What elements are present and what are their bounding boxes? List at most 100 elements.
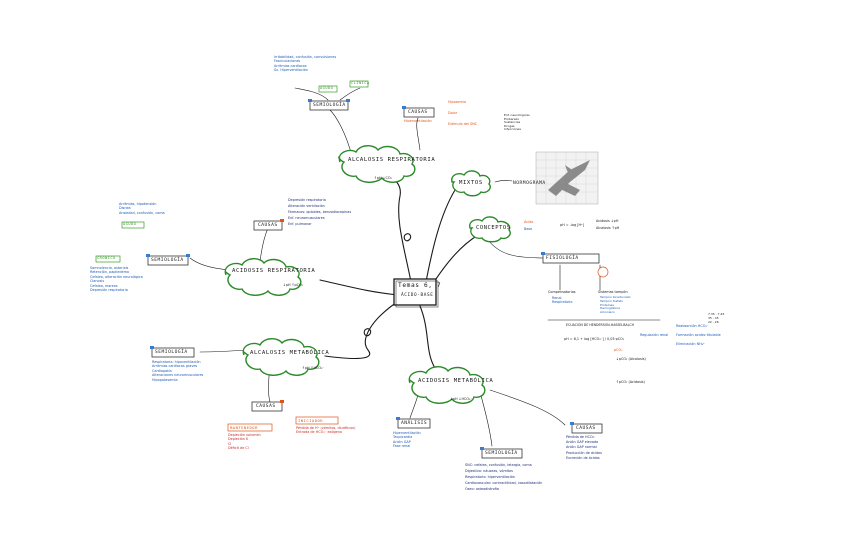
fisio-comp-list: Renal Respiratorio: [552, 296, 572, 305]
list-item: 7,35 - 7,45: [708, 312, 725, 316]
cloud-alc-met: [242, 338, 320, 376]
list-item: Digestivo: náuseas, vómitos: [465, 469, 513, 473]
list-item: Arritmias, hipotensión: [119, 202, 157, 206]
alc-resp-clinica: CLÍNICA: [351, 81, 370, 85]
list-item: Producción de ácidos: [566, 450, 602, 455]
fisio-compensatorios: Compensatorios: [548, 290, 576, 294]
cloud-acid-met: [408, 366, 486, 404]
list-item: Hiperventilación: [393, 431, 421, 435]
list-item: Cefalea, mareos: [90, 283, 118, 288]
list-item: Anión GAP: [393, 439, 411, 444]
alc-resp-causa-b: Dolor: [448, 111, 458, 115]
list-item: Cianosis: [90, 279, 105, 284]
connector-conceptos: [429, 234, 479, 289]
acid-resp-title: ACIDOSIS RESPIRATORIA: [232, 268, 316, 274]
list-item: Anión GAP normal: [566, 445, 597, 450]
list-item: Embarazo: [504, 116, 520, 121]
acid-met-title: ACIDOSIS METABÓLICA: [418, 378, 494, 384]
list-item: Déficit de Cl: [228, 446, 249, 451]
acid-met-semio-list: SNC: cefalea, confusión, letargia, coma …: [465, 462, 542, 492]
acid-met-semiologia-box: SEMIOLOGÍA: [485, 451, 518, 456]
list-item: Enf. pulmonar: [288, 222, 312, 226]
alc-resp-semiologia-box: SEMIOLOGÍA: [313, 103, 346, 108]
fisio-ranges: 7,35 - 7,45 35 - 45 22 - 26: [708, 312, 724, 324]
alc-resp-title: ALCALOSIS RESPIRATORIA: [348, 157, 436, 163]
list-item: Respiratorio: [552, 300, 573, 305]
alc-resp-causa-c: Estímulo del SNC: [448, 122, 478, 126]
list-item: Cardiovascular: contractilidad, vasodila…: [465, 481, 543, 485]
list-item: Enf. neurológicas: [504, 113, 530, 117]
list-item: Disnea: [119, 206, 131, 211]
list-item: Entrada de HCO₃⁻ exógeno: [296, 430, 342, 435]
acid-resp-semio-top: Arritmias, hipotensión Disnea Ansiedad, …: [119, 202, 165, 215]
fisiologia-box: FISIOLOGÍA: [546, 256, 579, 261]
list-item: Somnolencia, asterixis: [90, 266, 129, 270]
list-item: Amoníaco: [600, 310, 615, 315]
center-title: Temas 6, 7: [398, 282, 442, 289]
list-item: Excreción de ácidos: [566, 455, 600, 460]
conceptos-acidosis: Acidosis ↓pH: [596, 219, 619, 223]
connector-acid-met: [419, 305, 436, 369]
list-item: Respiratorio: hiperventilación: [465, 475, 515, 479]
acid-met-analisis-box: ANÁLISIS: [401, 421, 428, 426]
list-item: Depresión respiratoria: [288, 198, 326, 202]
list-item: Arritmias cardíacas graves: [152, 364, 198, 369]
list-item: Cefalea, alteración neurológica: [90, 274, 143, 279]
alc-met-formula: ↑pH ↑HCO₃⁻: [302, 366, 325, 370]
list-item: Reabsorción HCO₃⁻: [676, 324, 709, 328]
alc-met-semio-list: Respiratoria: hipoventilación Arritmias …: [152, 360, 203, 382]
fisio-sistemas-list: Tampón bicarbonato Tampón fosfato Proteí…: [600, 295, 631, 315]
list-item: Enf. neuromusculares: [288, 216, 325, 220]
acid-resp-cronico: CRÓNICO: [97, 256, 116, 260]
list-item: Óseo: osteodistrofia: [465, 487, 499, 491]
alc-met-title: ALCALOSIS METABÓLICA: [250, 350, 330, 356]
fisio-ecuacion: ECUACIÓN DE HENDERSON-HASSELBALCH: [566, 323, 634, 327]
acid-met-causas-list: Pérdida de HCO₃⁻ Anión GAP elevado Anión…: [566, 435, 602, 461]
cloud-mixtos: [451, 170, 491, 197]
acid-resp-causas-list: Depresión respiratoria Alteración ventil…: [288, 197, 351, 227]
list-item: Sx. Hiperventilación: [274, 68, 309, 73]
list-item: Drogas: [504, 123, 515, 128]
alc-resp-causa-d: Hiperventilación: [404, 119, 432, 123]
connector-acid-resp: [319, 279, 399, 296]
conceptos-base: Base: [524, 227, 533, 231]
alc-resp-causas-box: CAUSAS: [408, 110, 428, 115]
list-item: Fase renal: [393, 444, 411, 449]
center-subtitle: ÁCIDO-BASE: [401, 293, 434, 298]
fisio-ph-formula: pH = 6,1 + log [HCO₃⁻] / 0,03·pCO₂: [564, 337, 625, 341]
fisio-regulacion: Regulación renal: [640, 333, 669, 337]
list-item: Cardiopatía: [152, 368, 172, 373]
alc-met-semiologia-box: SEMIOLOGÍA: [155, 350, 188, 355]
list-item: Hemoglobina: [600, 306, 620, 311]
list-item: Respiratoria: hipoventilación: [152, 360, 201, 364]
list-item: Fasciculaciones: [274, 59, 301, 64]
list-item: Proteínas: [600, 302, 614, 307]
fisio-acidosis-resp: ↓pCO₂ (Alcalosis): [616, 357, 646, 361]
connector-alc-met: [324, 299, 401, 359]
acid-resp-semiologia-box: SEMIOLOGÍA: [151, 258, 184, 263]
list-item: Anión GAP elevado: [566, 440, 599, 445]
connector-mixtos: [424, 189, 456, 288]
list-item: Taquicardia: [393, 435, 413, 440]
normograma-chart: [535, 151, 599, 205]
list-item: Arritmias cardíacas: [274, 63, 307, 68]
alc-met-iniciador: INICIADOR: [298, 418, 324, 423]
alc-met-iniciador-list: Pérdida de H⁺ (vómitos, diuréticos) Entr…: [296, 426, 355, 435]
list-item: Alteraciones neuromusculares: [152, 373, 204, 378]
acid-met-causas-box: CAUSAS: [576, 426, 596, 431]
list-item: Alteración ventilación: [288, 204, 325, 208]
normograma-label: NORMOGRAMA: [513, 181, 546, 186]
conceptos-title: CONCEPTOS: [476, 225, 511, 231]
acid-resp-causas-box: CAUSAS: [258, 223, 278, 228]
acid-resp-formula: ↓pH ↑pCO₂: [283, 283, 304, 287]
alc-resp-semio-list: Irritabilidad, confusión, convulsiones F…: [274, 55, 336, 73]
list-item: Fármacos: opioides, benzodiacepinas: [288, 210, 352, 214]
list-item: Ansiedad, confusión, coma: [119, 210, 165, 215]
list-item: Infecciones: [504, 127, 521, 132]
fisio-pco2: pCO₂: [614, 348, 623, 352]
alc-met-mantenedor-list: Depleción volumen Depleción K Cl Déficit…: [228, 433, 261, 451]
cloud-conceptos: [469, 216, 511, 243]
acid-resp-agudo: AGUDO: [123, 222, 137, 226]
acid-met-analisis-list: Hiperventilación Taquicardia Anión GAP F…: [393, 431, 421, 449]
